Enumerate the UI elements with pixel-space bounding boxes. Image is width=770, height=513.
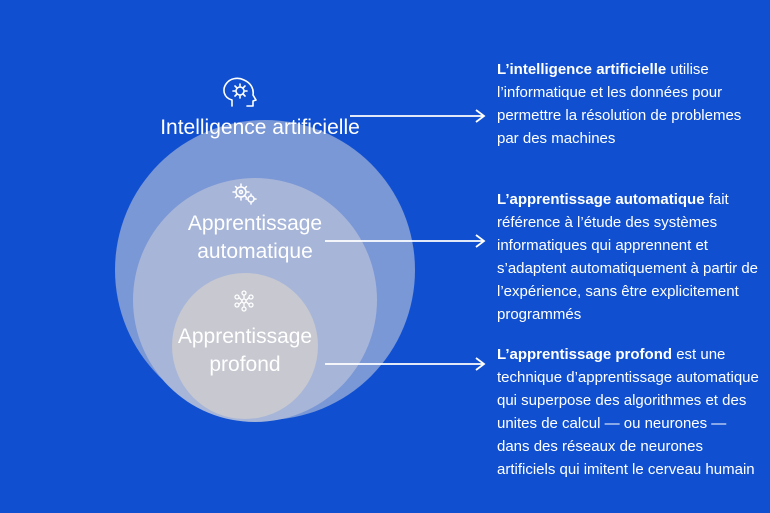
description-dl-term: L’apprentissage profond <box>497 346 673 363</box>
label-ai-line-1: Intelligence artificielle <box>160 116 360 139</box>
label-ml-line-1: Apprentissage <box>187 212 323 235</box>
description-ml-term: L’apprentissage automatique <box>497 191 705 208</box>
label-apprentissage-profond: Apprentissage profond <box>160 323 330 379</box>
description-dl-text: est une technique d’apprentissage automa… <box>497 346 759 478</box>
description-ml-text: fait référence à l’étude des systèmes in… <box>497 191 758 323</box>
brain-gear-icon <box>223 77 257 107</box>
arrow-dl <box>325 357 486 371</box>
neural-network-icon <box>234 290 254 312</box>
description-ai-text: utilise l’informatique et les données po… <box>497 61 742 147</box>
description-ml: L’apprentissage automatique fait référen… <box>497 188 759 326</box>
gears-icon <box>232 183 257 205</box>
description-ai-term: L’intelligence artificielle <box>497 61 667 78</box>
arrow-ai <box>350 109 486 123</box>
description-ai: L’intelligence artificielle utilise l’in… <box>497 58 759 150</box>
description-dl: L’apprentissage profond est une techniqu… <box>497 343 759 481</box>
label-apprentissage-automatique: Apprentissage automatique <box>140 210 370 266</box>
label-ml-line-2: automatique <box>197 240 313 263</box>
label-dl-line-2: profond <box>209 353 281 376</box>
label-intelligence-artificielle: Intelligence artificielle <box>110 116 410 140</box>
label-dl-line-1: Apprentissage <box>177 325 313 348</box>
inner-circle-dl <box>172 273 318 419</box>
arrow-ml <box>325 234 486 248</box>
